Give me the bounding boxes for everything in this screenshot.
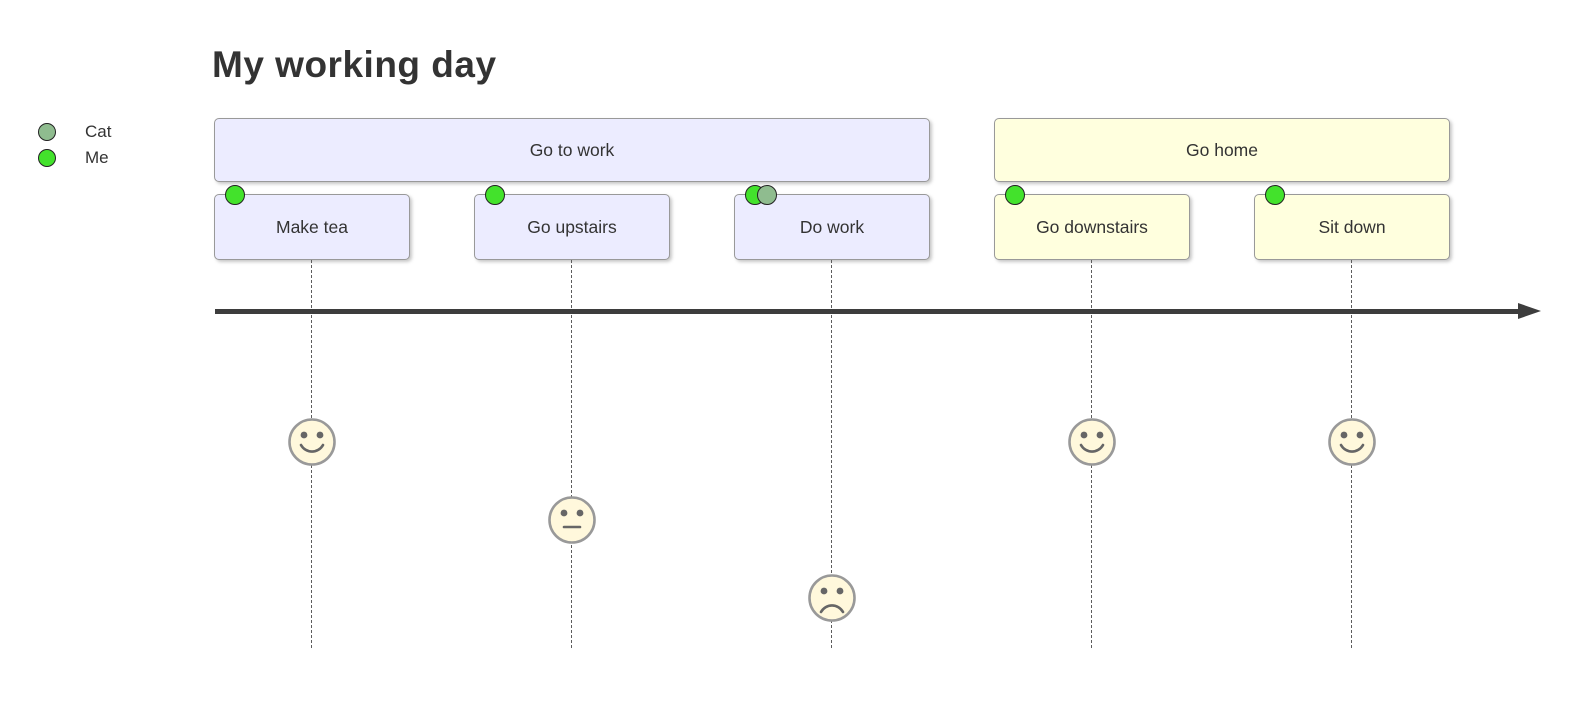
task-box: Sit down	[1254, 194, 1450, 260]
legend-item: Me	[38, 145, 111, 171]
timeline-axis	[215, 309, 1518, 314]
task-box: Go downstairs	[994, 194, 1190, 260]
task-box: Go upstairs	[474, 194, 670, 260]
legend: Cat Me	[38, 119, 111, 171]
sad-face-icon	[808, 574, 856, 622]
task-label: Make tea	[276, 216, 348, 237]
task-guide-line	[831, 260, 832, 648]
task-actor-dot-me	[1265, 185, 1285, 205]
legend-item: Cat	[38, 119, 111, 145]
happy-face-icon	[288, 418, 336, 466]
task-box: Do work	[734, 194, 930, 260]
task-label: Sit down	[1318, 216, 1386, 237]
actor-name-label: Me	[85, 148, 109, 167]
actor-color-dot	[38, 149, 56, 167]
task-box: Make tea	[214, 194, 410, 260]
task-label: Go downstairs	[1036, 216, 1148, 237]
section-label: Go home	[1186, 139, 1258, 160]
actor-name-label: Cat	[85, 122, 112, 141]
section-label: Go to work	[529, 139, 615, 160]
timeline-arrowhead	[1518, 302, 1541, 319]
task-actor-dot-me	[225, 185, 245, 205]
task-actor-dot-cat	[757, 185, 777, 205]
task-label: Go upstairs	[527, 216, 617, 237]
happy-face-icon	[1328, 418, 1376, 466]
actor-color-dot	[38, 123, 56, 141]
task-actor-dot-me	[485, 185, 505, 205]
diagram-title: My working day	[212, 44, 497, 85]
task-actor-dot-me	[1005, 185, 1025, 205]
section-box: Go home	[994, 118, 1450, 182]
neutral-face-icon	[548, 496, 596, 544]
happy-face-icon	[1068, 418, 1116, 466]
task-label: Do work	[799, 216, 865, 237]
section-box: Go to work	[214, 118, 930, 182]
task-guide-line	[571, 260, 572, 648]
